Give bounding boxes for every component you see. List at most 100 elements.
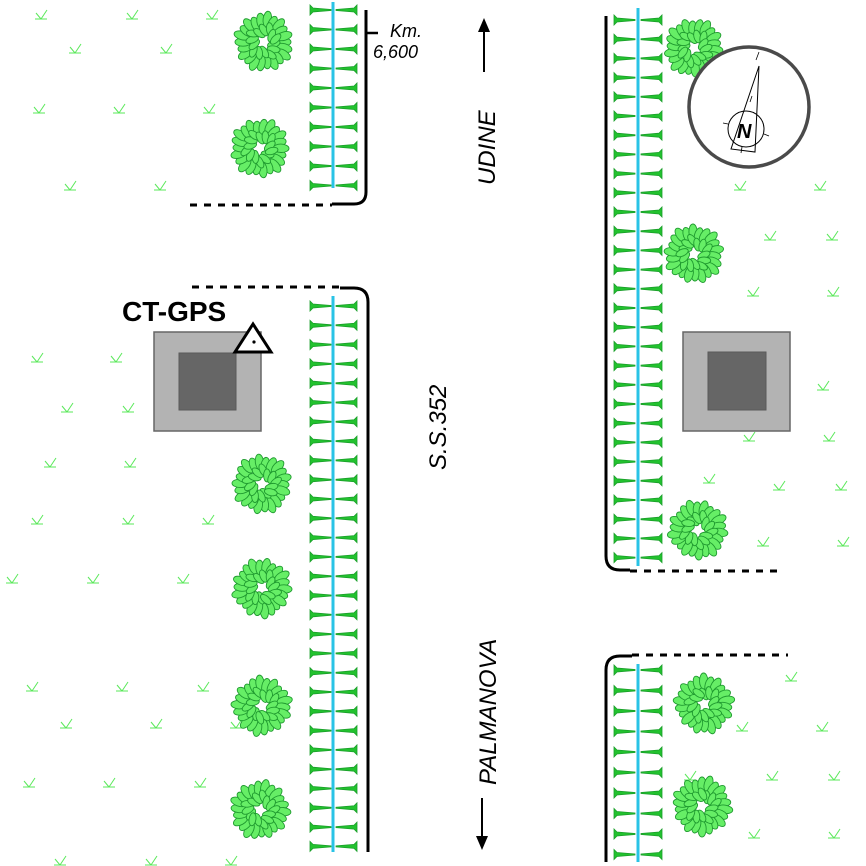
building-icon	[682, 331, 791, 432]
hedge-icon	[309, 743, 332, 756]
hedge-icon	[309, 101, 332, 114]
hedge-icon	[309, 647, 332, 660]
hedge-icon	[613, 148, 636, 161]
hedge-icon	[640, 148, 663, 161]
tree-icon	[663, 223, 724, 283]
hedge-icon	[309, 396, 332, 409]
hedge-icon	[335, 821, 358, 834]
hedge-icon	[309, 666, 332, 679]
hedge-icon	[335, 101, 358, 114]
direction-north-label: UDINE	[474, 109, 501, 185]
hedge-icon	[309, 763, 332, 776]
grass-icon	[150, 718, 163, 729]
grass-icon	[54, 855, 67, 866]
hedge-icon	[309, 121, 332, 133]
hedge-icon	[335, 357, 358, 370]
grass-icon	[785, 671, 798, 682]
road-name-label: S.S.352	[425, 385, 452, 470]
hedge-icon	[640, 807, 663, 820]
hedge-layer	[309, 4, 663, 861]
tree-icon	[231, 558, 293, 620]
hedge-icon	[309, 724, 332, 737]
grass-icon	[124, 457, 137, 468]
grass-icon	[817, 380, 830, 391]
grass-icon	[747, 286, 760, 297]
hedge-icon	[640, 340, 663, 353]
hedge-icon	[335, 23, 358, 36]
hedge-icon	[309, 23, 332, 36]
grass-icon	[202, 514, 215, 525]
hedge-icon	[613, 129, 636, 142]
hedge-icon	[309, 840, 332, 853]
grass-layer	[6, 9, 850, 866]
hedge-icon	[309, 705, 332, 718]
grass-icon	[23, 777, 36, 788]
grass-icon	[26, 681, 39, 692]
hedge-icon	[335, 512, 358, 525]
hedge-icon	[335, 531, 358, 544]
hedge-icon	[335, 763, 358, 776]
grass-icon	[206, 9, 219, 20]
hedge-icon	[309, 415, 332, 428]
hedge-icon	[640, 186, 663, 199]
hedge-icon	[309, 319, 332, 332]
grass-icon	[177, 573, 190, 584]
hedge-icon	[613, 378, 636, 391]
grass-icon	[827, 286, 840, 297]
grass-icon	[154, 180, 167, 191]
tree-icon	[672, 775, 734, 838]
hedge-icon	[335, 782, 358, 795]
hedge-icon	[640, 848, 663, 861]
hedge-icon	[613, 282, 636, 295]
hedge-icon	[640, 436, 663, 449]
hedge-icon	[613, 321, 636, 334]
curb-top-left	[332, 10, 368, 206]
arrow-up-head	[478, 18, 490, 32]
grass-icon	[64, 180, 77, 191]
grass-icon	[734, 180, 747, 191]
grass-icon	[823, 431, 836, 442]
hedge-icon	[309, 338, 332, 351]
hedge-icon	[613, 167, 636, 180]
grass-icon	[31, 514, 44, 525]
hedge-icon	[335, 300, 358, 312]
grass-icon	[194, 777, 207, 788]
north-arrow-icon: N	[687, 45, 811, 169]
hedge-icon	[309, 570, 332, 583]
hedge-icon	[613, 206, 636, 218]
grass-icon	[684, 770, 697, 781]
grass-icon	[743, 431, 756, 442]
hedge-icon	[335, 493, 358, 505]
km-prefix: Km.	[390, 21, 422, 41]
grass-icon	[60, 718, 73, 729]
direction-south-label: PALMANOVA	[475, 639, 502, 785]
hedge-icon	[309, 550, 332, 563]
hedge-icon	[613, 244, 636, 257]
hedge-icon	[309, 493, 332, 505]
hedge-icon	[640, 828, 663, 840]
hedge-icon	[335, 473, 358, 486]
hedge-icon	[640, 244, 663, 257]
hedge-icon	[613, 225, 636, 238]
grass-icon	[6, 573, 19, 584]
km-value: 6,600	[373, 42, 418, 62]
north-label: N	[737, 121, 752, 143]
grass-icon	[203, 103, 216, 114]
grass-icon	[35, 9, 48, 20]
hedge-icon	[309, 435, 332, 448]
hedge-icon	[640, 398, 663, 410]
hedge-icon	[335, 82, 358, 94]
hedge-icon	[640, 33, 663, 46]
hedge-icon	[640, 725, 663, 738]
hedge-icon	[335, 666, 358, 679]
tree-icon	[233, 10, 293, 72]
hedge-icon	[335, 840, 358, 853]
hedge-icon	[640, 664, 663, 676]
hedge-icon	[309, 300, 332, 312]
direction-palmanova: PALMANOVA	[475, 639, 502, 850]
grass-icon	[126, 9, 139, 20]
grass-icon	[826, 230, 839, 241]
hedge-icon	[309, 589, 332, 602]
tree-icon	[672, 672, 736, 735]
